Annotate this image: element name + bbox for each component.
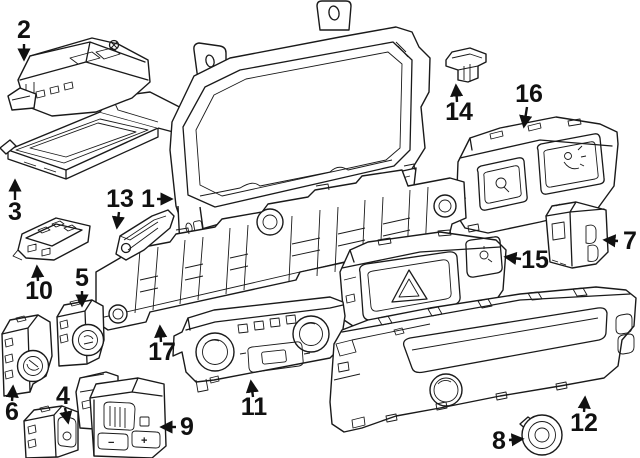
callout-16-number[interactable]: 16 — [515, 80, 543, 108]
part-carrier-bracket — [95, 163, 467, 331]
callout-6[interactable]: 6 — [5, 384, 19, 426]
part-control-knob — [519, 414, 563, 456]
part-retainer-clip — [445, 47, 487, 83]
callout-12-number[interactable]: 12 — [570, 409, 598, 437]
dimmer-plus-label: + — [141, 435, 147, 447]
callout-8-arrow — [508, 433, 525, 447]
callout-4-arrow — [59, 407, 73, 425]
callout-10[interactable]: 10 — [25, 264, 53, 305]
callout-8-number[interactable]: 8 — [492, 427, 506, 455]
callout-1[interactable]: 1 — [141, 185, 174, 213]
callout-4-number[interactable]: 4 — [56, 382, 70, 410]
callout-3-number[interactable]: 3 — [8, 198, 22, 226]
part-rotary-switch-upper — [56, 299, 105, 367]
dimmer-minus-label: − — [108, 437, 114, 449]
part-connector-block — [12, 217, 91, 261]
callout-13[interactable]: 13 — [106, 185, 134, 230]
part-dimmer-switch: − + — [75, 371, 167, 458]
callout-7-arrow — [602, 234, 619, 248]
callout-15[interactable]: 15 — [503, 246, 549, 274]
part-climate-control — [172, 296, 346, 393]
callout-5-number[interactable]: 5 — [75, 264, 89, 292]
callout-9[interactable]: 9 — [159, 413, 194, 441]
callout-16[interactable]: 16 — [515, 80, 543, 129]
callout-10-number[interactable]: 10 — [25, 277, 53, 305]
part-rotary-switch-lower — [1, 314, 53, 397]
callout-17[interactable]: 17 — [148, 324, 176, 366]
callout-11[interactable]: 11 — [241, 379, 268, 421]
callout-6-arrow — [5, 384, 19, 402]
small-switch-icon — [479, 246, 493, 263]
callout-15-arrow — [503, 251, 522, 265]
callout-7[interactable]: 7 — [602, 227, 637, 255]
callout-10-arrow — [31, 264, 45, 282]
callout-9-number[interactable]: 9 — [180, 413, 194, 441]
callout-11-arrow — [245, 379, 259, 398]
callout-16-arrow — [519, 106, 533, 129]
part-lower-trim-panel — [329, 286, 637, 433]
callout-1-number[interactable]: 1 — [141, 185, 155, 213]
callout-14-number[interactable]: 14 — [445, 98, 473, 126]
callout-8[interactable]: 8 — [492, 427, 525, 455]
callout-14-arrow — [450, 83, 464, 103]
airbag-icon — [563, 145, 587, 170]
callout-14[interactable]: 14 — [445, 83, 473, 126]
callout-13-arrow — [111, 211, 125, 230]
callout-12-arrow — [577, 395, 591, 413]
callout-17-arrow — [154, 324, 168, 343]
callout-3[interactable]: 3 — [8, 178, 22, 226]
hazard-triangle-icon — [391, 269, 428, 303]
callout-15-number[interactable]: 15 — [521, 246, 549, 274]
part-body-control-module — [7, 37, 151, 117]
callout-2[interactable]: 2 — [17, 16, 31, 62]
part-corner-bracket — [115, 209, 175, 261]
part-aux-switch — [545, 201, 609, 269]
callout-5[interactable]: 5 — [75, 264, 89, 308]
callout-12[interactable]: 12 — [570, 395, 598, 437]
callout-4[interactable]: 4 — [56, 382, 73, 425]
callout-17-number[interactable]: 17 — [148, 338, 176, 366]
part-small-switch — [23, 405, 79, 458]
callout-13-number[interactable]: 13 — [106, 185, 134, 213]
callout-2-number[interactable]: 2 — [17, 16, 31, 44]
callout-7-number[interactable]: 7 — [623, 227, 637, 255]
callout-6-number[interactable]: 6 — [5, 398, 19, 426]
callout-11-number[interactable]: 11 — [241, 393, 268, 421]
